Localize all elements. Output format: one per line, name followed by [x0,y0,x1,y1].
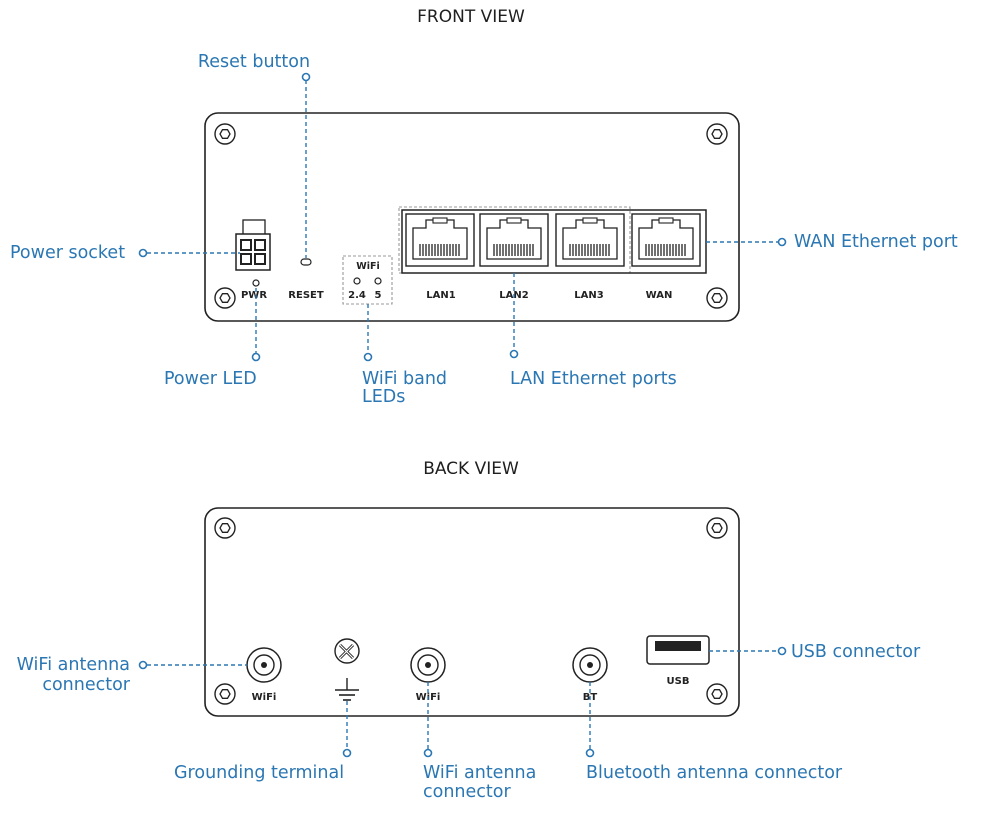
screw-icon [214,517,236,539]
wifi-antenna-mid-callout-line2: connector [423,782,511,802]
power-led-leader-dot [251,352,261,362]
wifi-leds-leader-dot [363,352,373,362]
grounding-leader-dot [342,748,352,758]
screw-icon [214,287,236,309]
usb-connector-icon [646,635,710,665]
lan-leader-dot [509,349,519,359]
lan3-port-icon [555,213,625,267]
power-led-icon [252,279,260,287]
wan-label: WAN [646,290,673,301]
screw-icon [214,123,236,145]
usb-label: USB [667,676,690,687]
back-panel-body [204,507,740,717]
wifi-antenna-left-icon [246,647,282,683]
screw-icon [214,683,236,705]
ground-symbol-icon [335,678,359,701]
power-socket-icon [235,219,271,271]
power-socket-callout: Power socket [10,243,125,263]
power-socket-leader-dot [138,248,148,258]
lan3-label: LAN3 [574,290,603,301]
wifi-antenna-left-callout-line1: WiFi antenna [17,655,130,675]
wifi-antenna-left-callout-line2: connector [42,675,130,695]
grounding-screw-icon [334,638,360,664]
screw-icon [706,517,728,539]
wan-port-icon [631,213,701,267]
bt-antenna-callout: Bluetooth antenna connector [586,763,843,783]
usb-leader-dot [777,646,787,656]
bt-leader-dot [585,748,595,758]
screw-icon [706,287,728,309]
lan-ports-callout: LAN Ethernet ports [510,369,677,389]
front-view-title: FRONT VIEW [417,7,525,27]
usb-connector-callout: USB connector [791,642,921,662]
lan1-label: LAN1 [426,290,455,301]
wifi-5-led-icon [374,277,382,285]
wifi-leds-callout-line1: WiFi band [362,369,447,389]
wifi-antenna-mid-icon [410,647,446,683]
wifi-24-led-icon [353,277,361,285]
grounding-callout: Grounding terminal [174,763,344,783]
wifi-antenna-left-leader-dot [138,660,148,670]
wifi-antenna-mid-callout-line1: WiFi antenna [423,763,536,783]
wan-leader-dot [777,237,787,247]
bt-antenna-icon [572,647,608,683]
screw-icon [706,683,728,705]
reset-leader-dot [301,72,311,82]
reset-button-callout: Reset button [198,52,310,72]
lan2-port-icon [479,213,549,267]
wifi-5-label: 5 [375,290,382,301]
wifi-left-label: WiFi [252,692,277,703]
back-view-title: BACK VIEW [423,459,519,479]
screw-icon [706,123,728,145]
pwr-label: PWR [241,290,267,301]
reset-button-icon [300,258,312,266]
reset-label: RESET [288,290,324,301]
wan-port-callout: WAN Ethernet port [794,232,958,252]
wifi-leds-callout-line2: LEDs [362,387,405,407]
wifi-antenna-mid-leader-dot [423,748,433,758]
wifi-led-label: WiFi [356,261,379,272]
wifi-24-label: 2.4 [348,290,366,301]
lan1-port-icon [405,213,475,267]
power-led-callout: Power LED [164,369,257,389]
